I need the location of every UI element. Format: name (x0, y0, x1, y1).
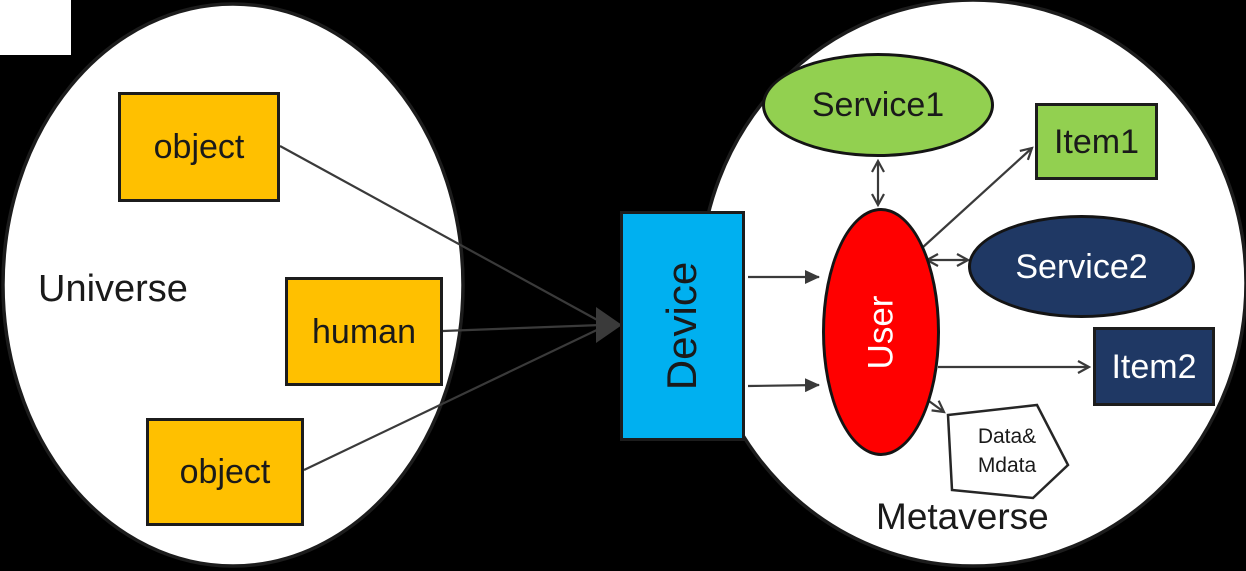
arrow-device-to-user-lower (747, 378, 820, 393)
node-service2: Service2 (968, 215, 1195, 318)
node-item1-label: Item1 (1053, 122, 1140, 161)
node-object-bottom-label: object (179, 453, 271, 491)
line-human-to-device (442, 323, 602, 333)
arrowhead-into-device (596, 307, 622, 343)
node-item2: Item2 (1093, 327, 1215, 406)
node-device: Device (620, 211, 745, 441)
data-pentagon-label-line2: Mdata (977, 454, 1037, 477)
node-human: human (285, 277, 443, 386)
node-user: User (822, 208, 940, 456)
node-object-top-label: object (153, 128, 245, 166)
node-device-label: Device (658, 261, 706, 391)
arrow-user-to-item1 (921, 146, 1034, 249)
node-service1-label: Service1 (811, 86, 945, 124)
line-object-top-to-device (279, 145, 602, 323)
node-object-bottom: object (146, 418, 304, 526)
universe-region-label: Universe (38, 268, 188, 310)
corner-white-patch (0, 0, 71, 55)
data-pentagon-label: Data& Mdata (952, 422, 1062, 480)
line-object-bottom-to-device (303, 327, 602, 471)
node-object-top: object (118, 92, 280, 202)
node-human-label: human (312, 312, 416, 351)
data-pentagon (946, 403, 1070, 500)
node-service1: Service1 (762, 53, 994, 157)
node-service2-label: Service2 (1015, 247, 1148, 286)
data-pentagon-label-line1: Data& (977, 425, 1037, 448)
node-item1: Item1 (1035, 103, 1158, 180)
node-user-label: User (861, 295, 901, 369)
metaverse-region-label: Metaverse (876, 496, 1049, 537)
node-item2-label: Item2 (1111, 347, 1197, 386)
